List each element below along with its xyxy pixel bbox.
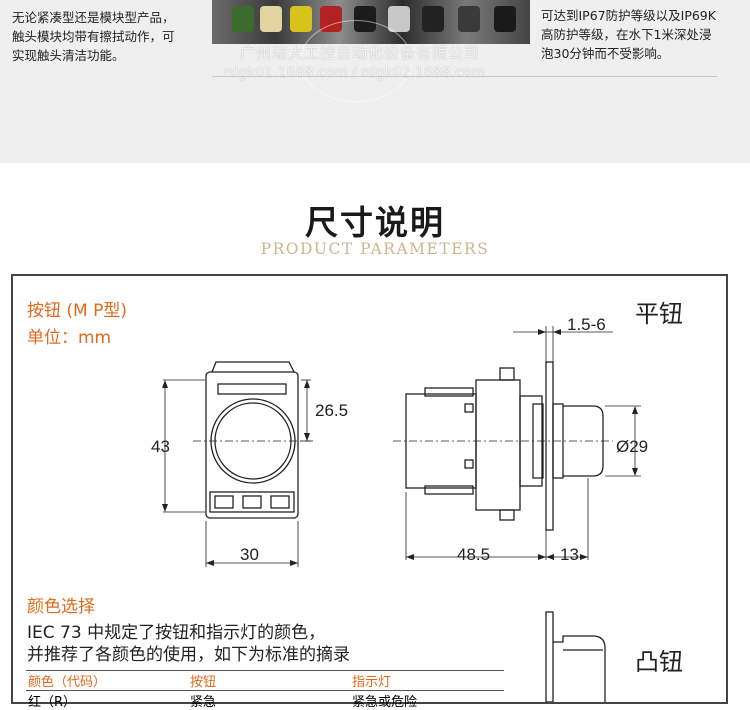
banner-divider [212,76,718,77]
feature-banner: 无论紧凑型还是模块型产品， 触头模块均带有擦拭动作，可 实现触头清洁功能。 广州… [0,0,750,163]
flat-button-label: 平钮 [635,300,683,328]
dim-width: 30 [240,545,259,564]
feature-right-line: 高防护等级，在水下1米深处浸 [541,25,746,44]
feature-text-left: 无论紧凑型还是模块型产品， 触头模块均带有擦拭动作，可 实现触头清洁功能。 [12,8,212,65]
table-header-cell: 颜色（代码） [26,671,188,691]
side-view [393,326,641,560]
spec-panel: 按钮 (M P型) 单位：mm [11,274,728,704]
feature-left-line: 无论紧凑型还是模块型产品， [12,8,212,27]
dim-depth: 48.5 [457,545,490,564]
feature-left-line: 实现触头清洁功能。 [12,46,212,65]
table-header-row: 颜色（代码） 按钮 指示灯 [26,671,504,691]
dim-height: 43 [151,437,170,456]
watermark-company: 广州瑞大工控自动化设备有限公司 [240,42,480,63]
raised-button-view [546,612,605,702]
dim-diameter: Ø29 [616,437,648,456]
table-cell: 红（R） [26,691,188,710]
color-section-title: 颜色选择 [27,592,95,617]
front-view [162,362,313,567]
table-cell: 紧急 [188,691,350,710]
table-header-cell: 按钮 [188,671,350,691]
table-cell: 紧急或危险 [350,691,504,710]
section-title: 尺寸说明 [0,196,750,244]
table-row: 红（R） 紧急 紧急或危险 [26,691,504,710]
feature-right-line: 可达到IP67防护等级以及IP69K [541,6,746,25]
feature-right-line: 泡30分钟而不受影响。 [541,44,746,63]
table-header-cell: 指示灯 [350,671,504,691]
dim-front: 13 [560,545,579,564]
watermark-url: rdgk01.1688.com / rdgk02.1688.com [224,65,485,81]
dim-upper: 26.5 [315,401,348,420]
dim-panel-thickness: 1.5-6 [567,315,606,334]
feature-text-right: 可达到IP67防护等级以及IP69K 高防护等级，在水下1米深处浸 泡30分钟而… [541,6,746,63]
color-desc-line: 并推荐了各颜色的使用，如下为标准的摘录 [27,640,350,665]
raised-button-label: 凸钮 [635,648,683,676]
section-subtitle: PRODUCT PARAMETERS [0,240,750,258]
feature-left-line: 触头模块均带有擦拭动作，可 [12,27,212,46]
color-table: 颜色（代码） 按钮 指示灯 红（R） 紧急 紧急或危险 [26,670,504,710]
